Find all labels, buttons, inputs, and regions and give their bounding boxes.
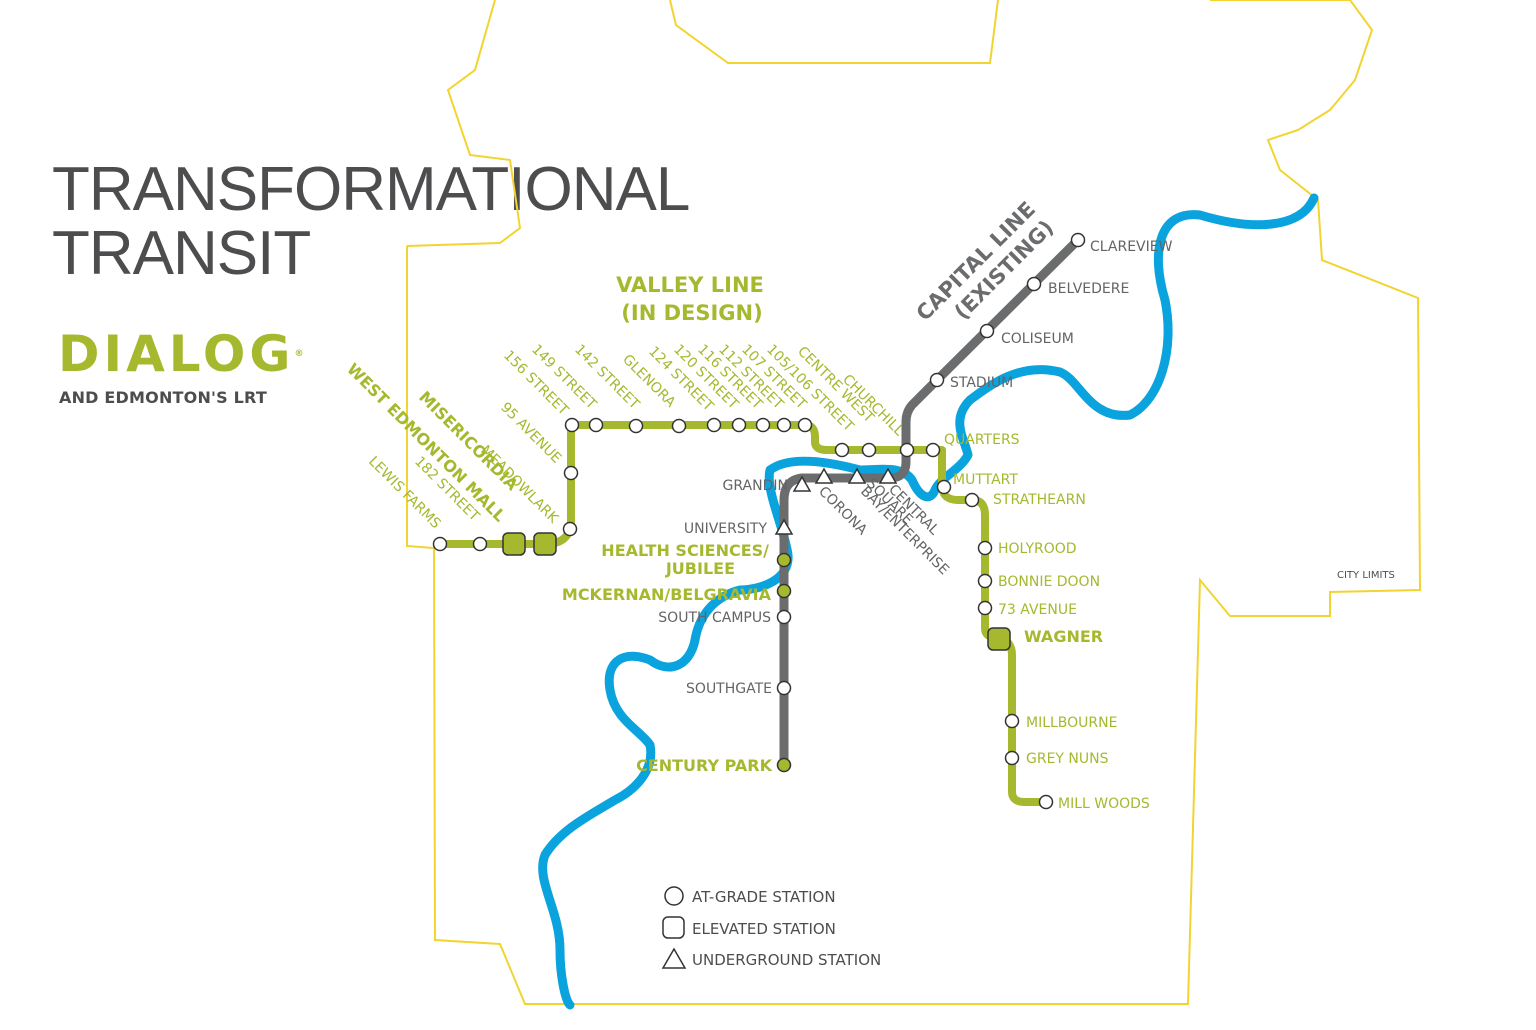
station-116-street[interactable] [755,417,771,433]
station-182-street[interactable] [472,536,488,552]
station-churchill-capital[interactable] [899,442,915,458]
label-grey-nuns: GREY NUNS [1026,751,1109,767]
station-millbourne[interactable] [1004,713,1020,729]
legend-elevated-icon [662,916,685,939]
station-bonnie-doon[interactable] [977,573,993,589]
label-health-sciences-2: JUBILEE [665,559,735,578]
station-clareview[interactable] [1070,232,1086,248]
station-bay-enterprise[interactable] [847,467,867,484]
label-bonnie-doon: BONNIE DOON [998,574,1100,590]
label-stadium: STADIUM [950,375,1013,391]
station-glenora[interactable] [671,418,687,434]
label-strathearn: STRATHEARN [993,492,1086,508]
label-grandin: GRANDIN [723,478,788,494]
city-limits-label: CITY LIMITS [1337,570,1395,581]
station-university[interactable] [774,518,794,535]
label-wagner: WAGNER [1024,627,1103,646]
legend: AT-GRADE STATION ELEVATED STATION UNDERG… [661,886,881,969]
label-south-campus: SOUTH CAMPUS [658,610,771,626]
legend-at-grade-label: AT-GRADE STATION [692,888,836,906]
map-title: TRANSFORMATIONAL TRANSIT [52,155,690,288]
station-124-street[interactable] [706,417,722,433]
station-mckernan[interactable] [776,583,792,599]
label-health-sciences-1: HEALTH SCIENCES/ [601,541,769,560]
station-west-edmonton-mall[interactable] [502,532,526,556]
station-health-sciences[interactable] [776,552,792,568]
station-142-street[interactable] [628,418,644,434]
dialog-logo: DIALOG® [58,328,303,380]
label-73-avenue: 73 AVENUE [998,602,1077,618]
station-wagner[interactable] [987,627,1011,651]
capital-line-track [779,236,1082,765]
brand-subtitle: AND EDMONTON'S LRT [59,388,267,407]
station-southgate[interactable] [776,680,792,696]
station-grandin[interactable] [792,475,812,492]
label-holyrood: HOLYROOD [998,541,1077,557]
map-title-line1: TRANSFORMATIONAL [52,155,690,224]
station-lewis-farms[interactable] [432,536,448,552]
station-120-street[interactable] [731,417,747,433]
label-mckernan-belgravia: MCKERNAN/BELGRAVIA [562,585,772,604]
dialog-logo-text: DIALOG [58,325,295,383]
station-south-campus[interactable] [776,609,792,625]
legend-at-grade-icon [664,886,684,906]
city-limits-boundary [406,0,1422,1005]
label-millbourne: MILLBOURNE [1026,715,1117,731]
valley-line-title-1: VALLEY LINE [616,273,764,297]
station-coliseum[interactable] [979,323,995,339]
station-holyrood[interactable] [977,540,993,556]
station-misericordia[interactable] [533,532,557,556]
label-southgate: SOUTHGATE [686,681,772,697]
label-muttart: MUTTART [953,472,1018,488]
label-mill-woods: MILL WOODS [1058,796,1150,812]
registered-mark: ® [294,349,304,359]
valley-line-title-2: (IN DESIGN) [621,301,762,325]
station-central[interactable] [878,467,898,484]
label-century-park: CENTURY PARK [636,756,773,775]
station-grey-nuns[interactable] [1004,750,1020,766]
label-quarters: QUARTERS [944,432,1020,448]
legend-elevated-label: ELEVATED STATION [692,920,836,938]
station-belvedere[interactable] [1026,276,1042,292]
station-quarters[interactable] [925,442,941,458]
map-title-line2: TRANSIT [52,219,311,288]
station-149-street[interactable] [588,417,604,433]
station-156-street[interactable] [564,417,580,433]
station-107-street[interactable] [797,417,813,433]
label-belvedere: BELVEDERE [1048,281,1129,297]
station-meadowlark[interactable] [562,521,578,537]
station-112-street[interactable] [776,417,792,433]
label-university: UNIVERSITY [684,521,768,537]
station-churchill[interactable] [861,442,877,458]
north-saskatchewan-river [538,193,1319,1010]
station-muttart[interactable] [936,479,952,495]
legend-underground-icon [661,947,687,969]
station-stadium[interactable] [929,372,945,388]
legend-underground-label: UNDERGROUND STATION [692,951,881,969]
station-corona[interactable] [814,467,834,484]
station-95-avenue[interactable] [563,465,579,481]
label-clareview: CLAREVIEW [1090,239,1173,255]
station-century-park[interactable] [776,757,792,773]
station-mill-woods[interactable] [1038,794,1054,810]
station-73-avenue[interactable] [977,600,993,616]
station-strathearn[interactable] [964,492,980,508]
station-centre-west[interactable] [834,442,850,458]
label-coliseum: COLISEUM [1001,331,1074,347]
